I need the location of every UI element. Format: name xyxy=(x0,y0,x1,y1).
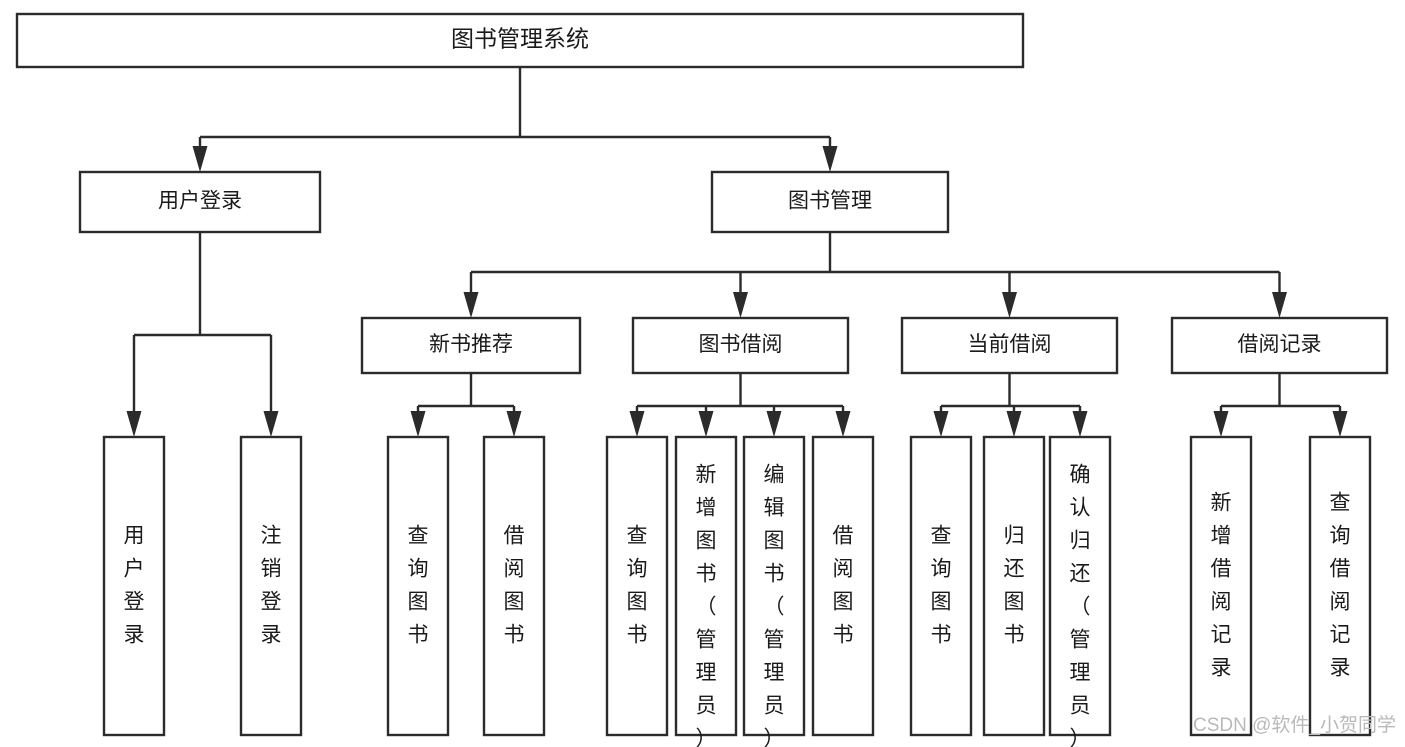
csdn-watermark: CSDN @软件_小贺同学 xyxy=(1193,714,1396,736)
node-box[interactable] xyxy=(742,435,806,737)
node-box[interactable] xyxy=(1308,435,1372,737)
connector-arrowhead-icon xyxy=(933,411,949,437)
node-box[interactable] xyxy=(710,170,950,234)
node-l4-12[interactable]: 新增借阅记录 xyxy=(1189,435,1253,737)
connector-arrowhead-icon xyxy=(1002,292,1017,318)
node-label: 确认归还（管理员） xyxy=(1070,463,1091,747)
node-label: 图书管理系统 xyxy=(451,26,589,52)
node-box[interactable] xyxy=(386,435,450,737)
node-label: 查询借阅记录 xyxy=(1330,491,1351,679)
node-l3-current[interactable]: 当前借阅 xyxy=(900,316,1119,375)
connector-arrowhead-icon xyxy=(698,411,714,437)
node-box[interactable] xyxy=(360,316,582,375)
connector-arrowhead-icon xyxy=(1072,411,1088,437)
node-l3-recommend[interactable]: 新书推荐 xyxy=(360,316,582,375)
connector-arrowhead-icon xyxy=(766,411,782,437)
node-label: 当前借阅 xyxy=(968,333,1052,356)
node-box[interactable] xyxy=(674,435,738,737)
connector-arrowhead-icon xyxy=(1006,411,1022,437)
node-label: 查询图书 xyxy=(408,524,429,646)
node-l4-10[interactable]: 归还图书 xyxy=(982,435,1046,737)
node-label: 新增图书（管理员） xyxy=(696,463,717,747)
node-label: 查询图书 xyxy=(931,524,952,646)
node-label: 查询图书 xyxy=(627,524,648,646)
node-box[interactable] xyxy=(909,435,973,737)
node-box[interactable] xyxy=(811,435,875,737)
node-l4-8[interactable]: 借阅图书 xyxy=(811,435,875,737)
node-l4-9[interactable]: 查询图书 xyxy=(909,435,973,737)
connector-group xyxy=(126,232,279,437)
connector-arrowhead-icon xyxy=(263,411,279,437)
node-box[interactable] xyxy=(482,435,546,737)
node-l3-record[interactable]: 借阅记录 xyxy=(1170,316,1389,375)
connector-arrowhead-icon xyxy=(629,411,645,437)
node-l4-13[interactable]: 查询借阅记录 xyxy=(1308,435,1372,737)
node-label: 用户登录 xyxy=(158,190,242,213)
node-l4-11[interactable]: 确认归还（管理员） xyxy=(1048,435,1112,747)
node-l4-3[interactable]: 查询图书 xyxy=(386,435,450,737)
node-l2-login[interactable]: 用户登录 xyxy=(78,170,322,234)
node-box[interactable] xyxy=(239,435,303,737)
connector-arrowhead-icon xyxy=(835,411,851,437)
node-l3-borrow[interactable]: 图书借阅 xyxy=(631,316,850,375)
node-l4-1[interactable]: 用户登录 xyxy=(102,435,166,737)
node-label: 用户登录 xyxy=(124,524,145,646)
connector-arrowhead-icon xyxy=(733,292,748,318)
node-box[interactable] xyxy=(631,316,850,375)
connector-arrowhead-icon xyxy=(192,146,208,172)
connector-group xyxy=(192,67,838,172)
node-box[interactable] xyxy=(102,435,166,737)
node-box[interactable] xyxy=(900,316,1119,375)
connector-group xyxy=(1213,373,1348,437)
node-layer: 图书管理系统用户登录图书管理新书推荐图书借阅当前借阅借阅记录用户登录注销登录查询… xyxy=(15,12,1389,747)
node-root[interactable]: 图书管理系统 xyxy=(15,12,1025,69)
node-label: 新书推荐 xyxy=(429,333,513,356)
connector-arrowhead-icon xyxy=(506,411,522,437)
connector-arrowhead-icon xyxy=(410,411,426,437)
node-l4-5[interactable]: 查询图书 xyxy=(605,435,669,737)
connector-group xyxy=(463,232,1287,318)
connector-arrowhead-icon xyxy=(1272,292,1287,318)
node-box[interactable] xyxy=(1189,435,1253,737)
connector-group xyxy=(410,373,522,437)
node-label: 图书管理 xyxy=(788,190,872,213)
node-box[interactable] xyxy=(1170,316,1389,375)
node-l4-4[interactable]: 借阅图书 xyxy=(482,435,546,737)
connector-group xyxy=(629,373,851,437)
connector-arrowhead-icon xyxy=(822,146,838,172)
node-label: 新增借阅记录 xyxy=(1211,491,1232,679)
node-l4-7[interactable]: 编辑图书（管理员） xyxy=(742,435,806,747)
node-label: 注销登录 xyxy=(261,524,282,646)
node-label: 图书借阅 xyxy=(699,333,783,356)
node-box[interactable] xyxy=(605,435,669,737)
connector-arrowhead-icon xyxy=(126,411,142,437)
connector-arrowhead-icon xyxy=(1332,411,1348,437)
connector-arrowhead-icon xyxy=(463,292,479,318)
node-box[interactable] xyxy=(78,170,322,234)
connector-arrowhead-icon xyxy=(1213,411,1229,437)
node-label: 编辑图书（管理员） xyxy=(764,463,785,747)
node-label: 归还图书 xyxy=(1004,524,1025,646)
node-label: 借阅图书 xyxy=(833,524,854,646)
node-l4-2[interactable]: 注销登录 xyxy=(239,435,303,737)
connector-layer xyxy=(126,67,1348,437)
node-box[interactable] xyxy=(1048,435,1112,737)
node-label: 借阅记录 xyxy=(1238,333,1322,356)
connector-group xyxy=(933,373,1088,437)
node-box[interactable] xyxy=(15,12,1025,69)
node-box[interactable] xyxy=(982,435,1046,737)
node-l2-book[interactable]: 图书管理 xyxy=(710,170,950,234)
node-label: 借阅图书 xyxy=(504,524,525,646)
node-l4-6[interactable]: 新增图书（管理员） xyxy=(674,435,738,747)
